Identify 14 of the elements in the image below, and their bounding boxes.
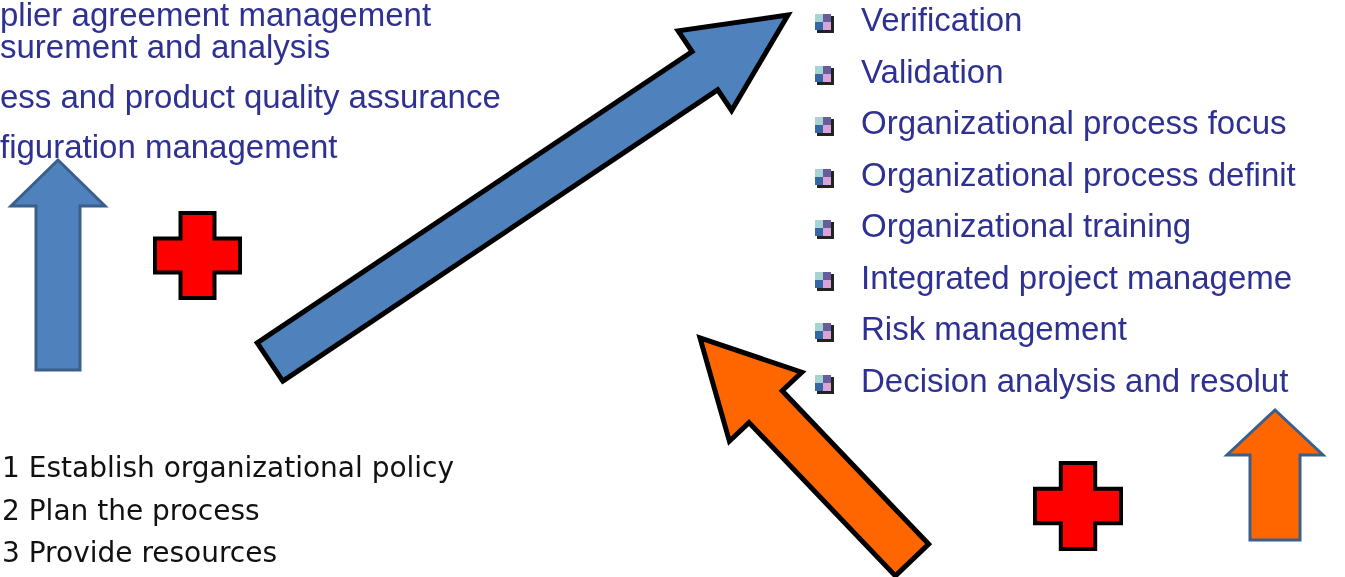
list-item: ess and product quality assurance	[0, 80, 501, 115]
list-item: Organizational process focus	[861, 106, 1287, 141]
list-item: plier agreement management	[0, 0, 432, 33]
list-item: figuration management	[0, 130, 338, 165]
list-item: Organizational process definit	[861, 157, 1296, 193]
list-item: Risk management	[861, 312, 1127, 347]
list-item: Integrated project manageme	[861, 260, 1293, 296]
list-item: Validation	[861, 54, 1004, 90]
list-item: Organizational training	[861, 209, 1192, 244]
step-item: 1 Establish organizational policy	[2, 452, 455, 485]
list-item: Verification	[861, 3, 1023, 38]
list-item: Decision analysis and resolut	[861, 363, 1289, 399]
step-item: 3 Provide resources	[2, 537, 278, 570]
step-item: 2 Plan the process	[2, 494, 260, 527]
